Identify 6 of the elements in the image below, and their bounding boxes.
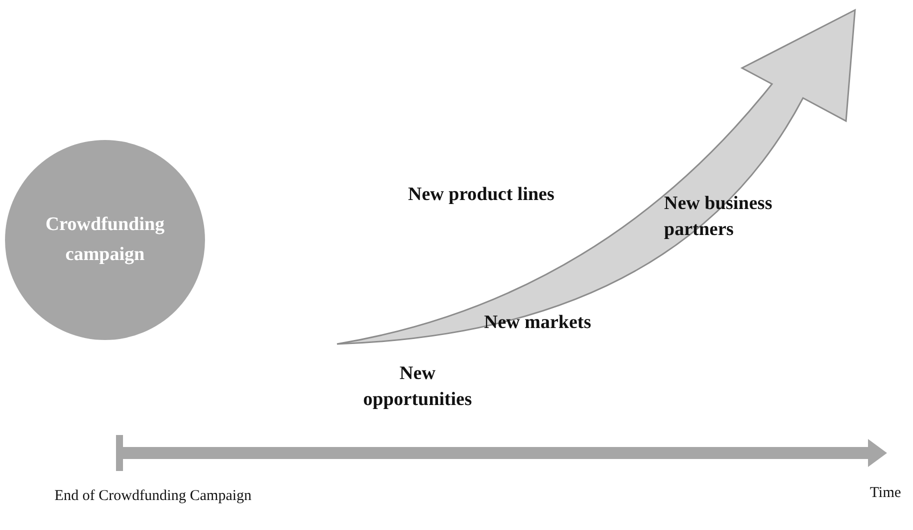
outcome-label: New product lines bbox=[408, 183, 556, 207]
outcome-label: New opportunities bbox=[362, 362, 473, 412]
timeline-label: End of Crowdfunding Campaign bbox=[53, 487, 253, 506]
outcome-label: New business partners bbox=[664, 192, 774, 242]
timeline-label: Time bbox=[868, 484, 902, 503]
outcome-label: New markets bbox=[484, 311, 592, 335]
